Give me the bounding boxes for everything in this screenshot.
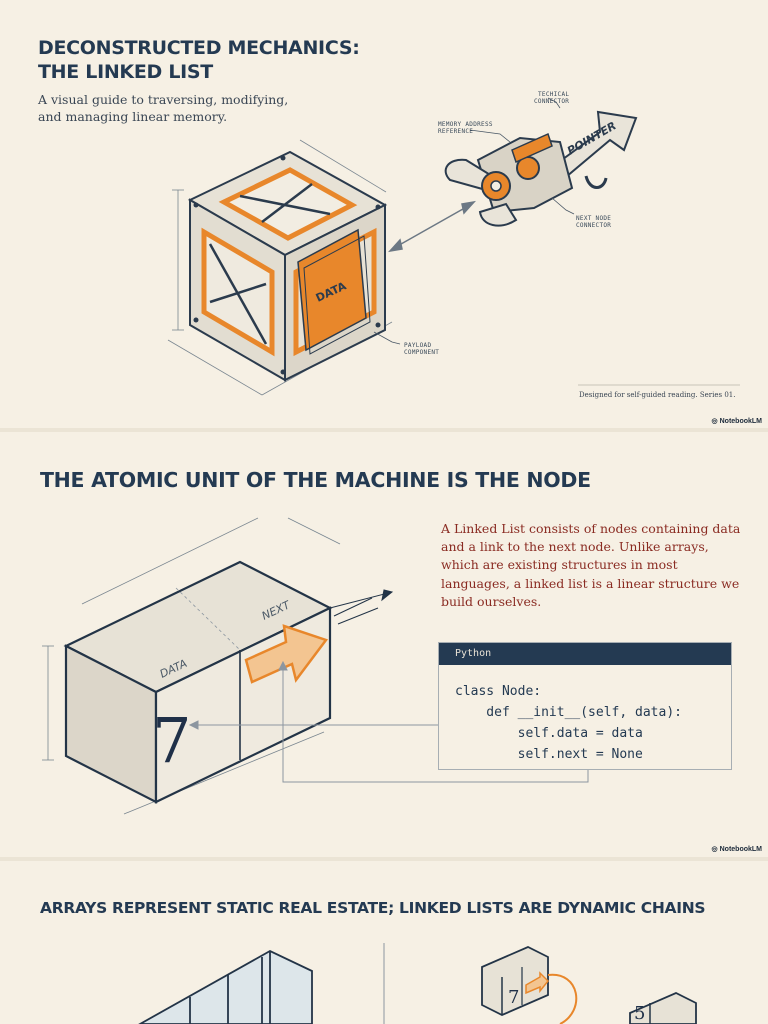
motion-lines bbox=[329, 589, 394, 625]
techical-connector-label-2: CONNECTOR bbox=[534, 98, 569, 105]
brand-footer: ◎ NotebookLM bbox=[712, 845, 762, 853]
node-description: A Linked List consists of nodes containi… bbox=[441, 520, 740, 611]
notebooklm-icon: ◎ bbox=[711, 846, 720, 853]
title-line-1: DECONSTRUCTED MECHANICS: bbox=[38, 37, 360, 59]
node-box-illustration: DATA 7 NEXT bbox=[42, 517, 589, 815]
next-node-label-2: CONNECTOR bbox=[576, 222, 611, 229]
code-line: class Node: bbox=[455, 684, 542, 699]
techical-connector-label: TECHICAL bbox=[538, 91, 569, 98]
title-line-2: THE LINKED LIST bbox=[38, 61, 213, 83]
code-line: self.next = None bbox=[455, 747, 643, 762]
node-value: 7 bbox=[152, 704, 191, 777]
payload-label: PAYLOAD bbox=[404, 342, 431, 349]
brand-footer: ◎ NotebookLM bbox=[712, 417, 762, 425]
arrays-vs-lists-illustration: 7 5 bbox=[138, 943, 697, 1024]
list-node-value: 7 bbox=[508, 987, 519, 1008]
subtitle-line-2: and managing linear memory. bbox=[38, 109, 228, 124]
code-line: self.data = data bbox=[455, 726, 643, 741]
slide-title: DECONSTRUCTED MECHANICS: THE LINKED LIST… bbox=[0, 0, 768, 428]
next-node-label: NEXT NODE bbox=[576, 215, 611, 222]
slide-separator bbox=[0, 857, 768, 861]
para-line: languages, a linked list is a linear str… bbox=[441, 575, 740, 591]
slide-node: THE ATOMIC UNIT OF THE MACHINE IS THE NO… bbox=[0, 432, 768, 857]
slide-separator bbox=[0, 428, 768, 432]
para-line: build ourselves. bbox=[441, 593, 542, 609]
slide-node-heading: THE ATOMIC UNIT OF THE MACHINE IS THE NO… bbox=[40, 468, 591, 492]
linked-list-node-illustration: DATA POINTER bbox=[167, 91, 740, 396]
array-lockers bbox=[138, 949, 313, 1024]
series-footer: Designed for self-guided reading. Series… bbox=[579, 391, 736, 399]
brand-name: NotebookLM bbox=[719, 418, 762, 425]
code-line: def __init__(self, data): bbox=[455, 705, 682, 720]
payload-label-2: COMPONENT bbox=[404, 349, 439, 356]
list-node-value: 5 bbox=[634, 1003, 645, 1024]
next-arrow-icon bbox=[244, 624, 329, 684]
slide-title-heading: DECONSTRUCTED MECHANICS: THE LINKED LIST bbox=[38, 36, 360, 84]
slide-arrays-heading: ARRAYS REPRESENT STATIC REAL ESTATE; LIN… bbox=[40, 899, 706, 917]
notebooklm-icon: ◎ bbox=[711, 418, 720, 425]
memory-address-label: MEMORY ADDRESS bbox=[438, 121, 493, 128]
memory-address-label-2: REFERENCE bbox=[438, 128, 473, 135]
slide-subtitle: A visual guide to traversing, modifying,… bbox=[38, 91, 288, 125]
para-line: and a link to the next node. Unlike arra… bbox=[441, 539, 709, 555]
subtitle-line-1: A visual guide to traversing, modifying, bbox=[38, 92, 289, 107]
slide-arrays-vs-lists: ARRAYS REPRESENT STATIC REAL ESTATE; LIN… bbox=[0, 861, 768, 1024]
linked-nodes: 7 5 bbox=[481, 946, 697, 1024]
cube-frame: DATA bbox=[187, 150, 388, 382]
pointer-mechanism: POINTER bbox=[444, 110, 638, 227]
code-language-label: Python bbox=[439, 643, 731, 665]
python-code-block: Python class Node: def __init__(self, da… bbox=[438, 642, 732, 770]
brand-name: NotebookLM bbox=[719, 846, 762, 853]
para-line: which are existing structures in most bbox=[441, 557, 678, 573]
para-line: A Linked List consists of nodes containi… bbox=[441, 521, 741, 536]
link-arrow bbox=[387, 200, 477, 253]
